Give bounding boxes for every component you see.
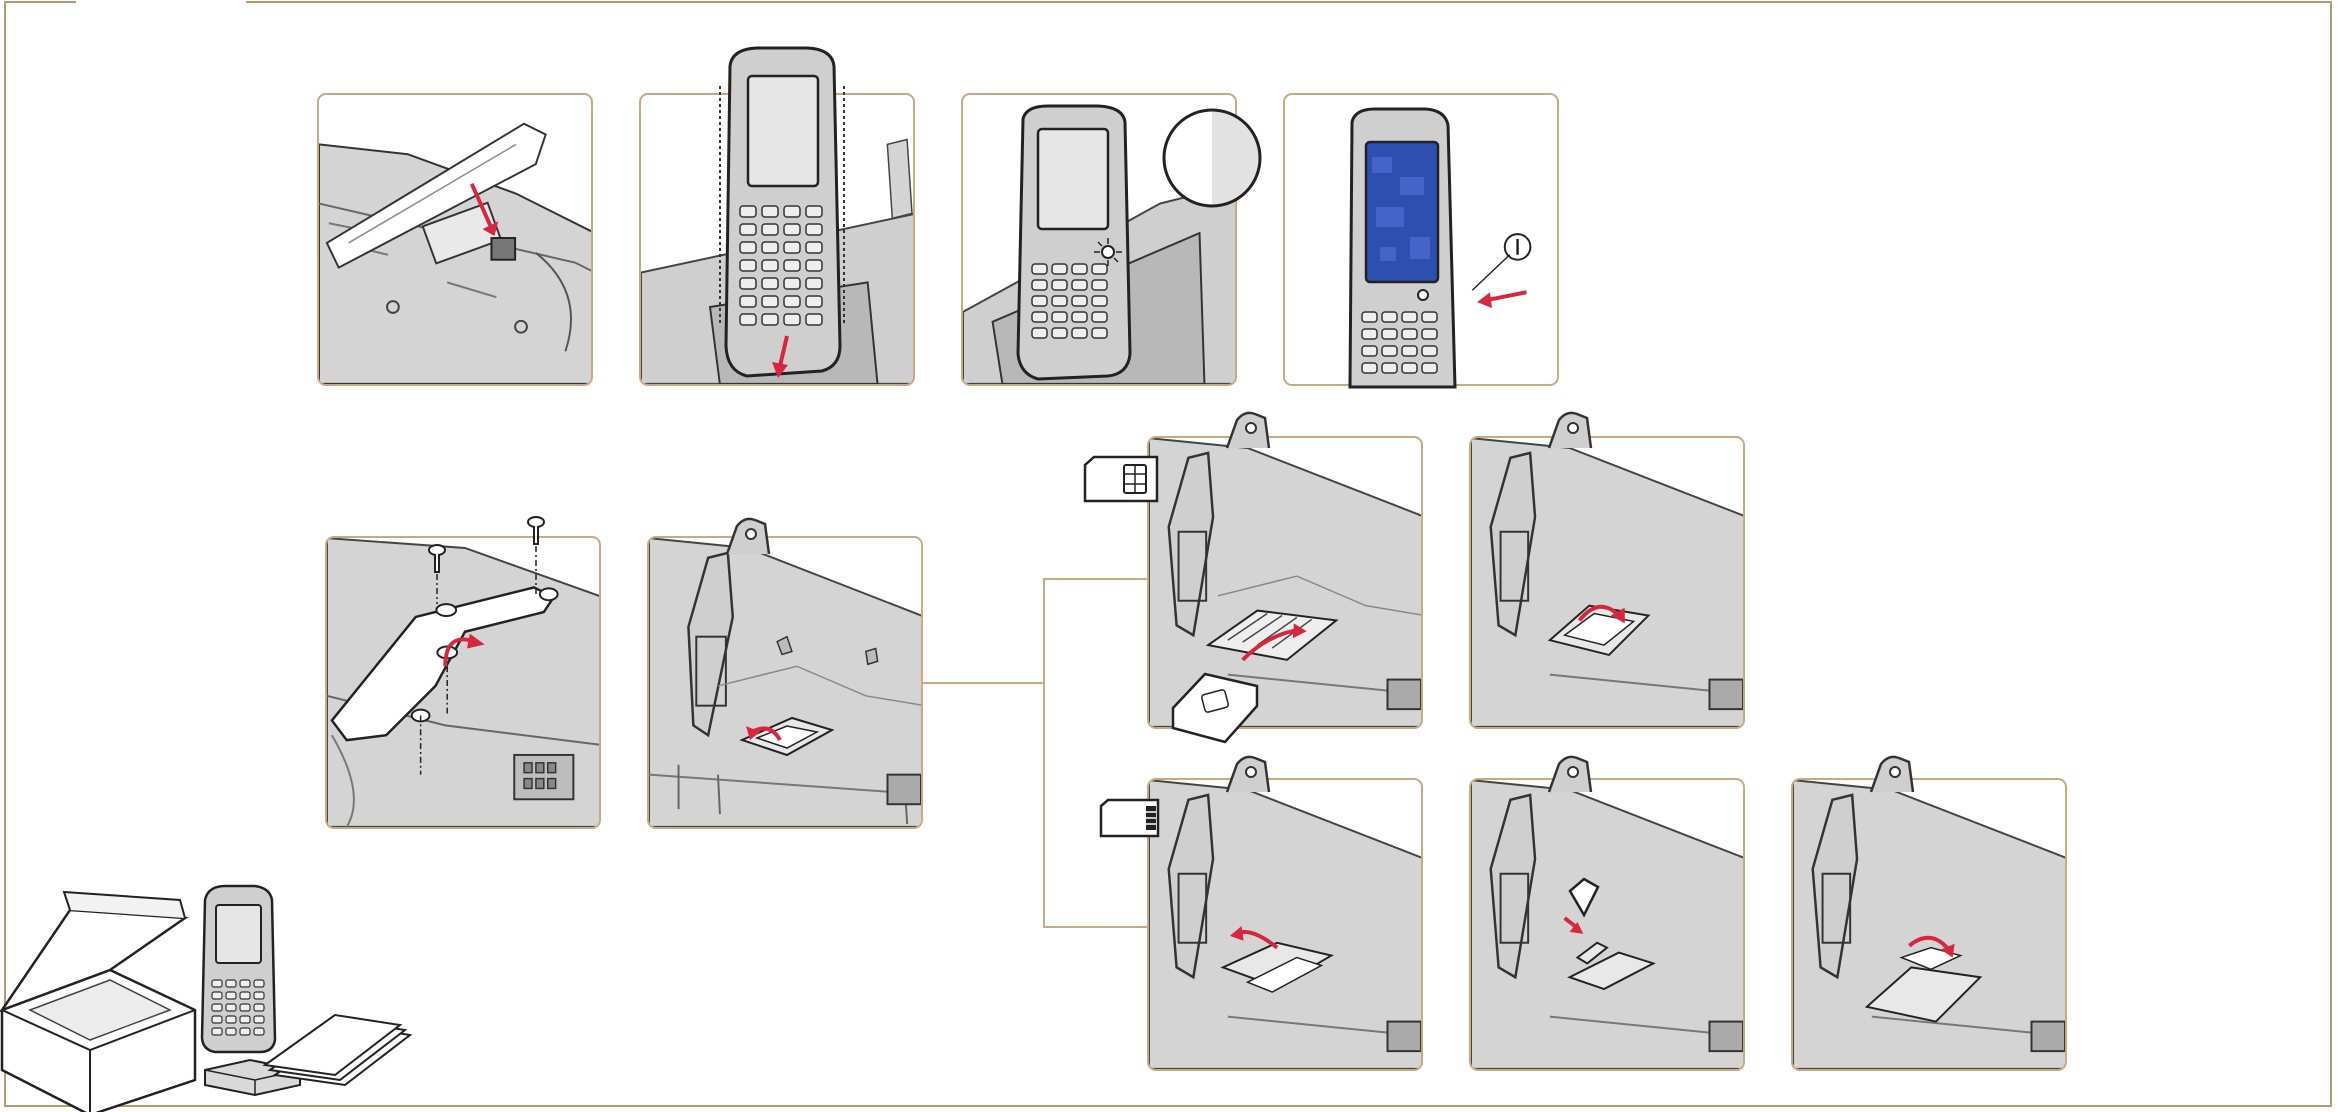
microsd-flap-top-a	[1225, 754, 1275, 794]
microsd-card-loose	[1566, 877, 1602, 917]
frame-top-left	[4, 1, 76, 3]
sim-card-icon	[1082, 455, 1162, 505]
handheld-device-power	[1340, 107, 1460, 387]
panel-close-sim	[1469, 436, 1745, 729]
frame-top-right	[246, 1, 2332, 3]
card-cover-open-arrow	[732, 700, 842, 770]
panel-battery-door	[317, 93, 593, 386]
branch-connector	[922, 578, 1152, 930]
panel-open-microsd	[1147, 778, 1423, 1071]
panel-insert-microsd	[1469, 778, 1745, 1071]
microsd-flap-top-b	[1547, 754, 1597, 794]
box-contents-illustration	[0, 880, 420, 1108]
sim-flap-top-a	[1225, 410, 1275, 450]
handheld-device-insert	[712, 46, 852, 391]
microsd-flap-top-c	[1869, 754, 1919, 794]
sim-card-loose	[1165, 666, 1265, 746]
panel-close-microsd	[1791, 778, 2067, 1071]
card-cover-flap-top	[725, 516, 775, 556]
screw-left	[427, 544, 447, 604]
microsd-card-icon	[1098, 798, 1164, 838]
panel-remove-access-door	[325, 536, 601, 829]
led-detail-circle	[1160, 106, 1264, 210]
handheld-device-charging	[1008, 104, 1138, 394]
sim-flap-top-b	[1547, 410, 1597, 450]
panel-open-card-cover	[647, 536, 923, 829]
screw-right	[526, 516, 546, 596]
